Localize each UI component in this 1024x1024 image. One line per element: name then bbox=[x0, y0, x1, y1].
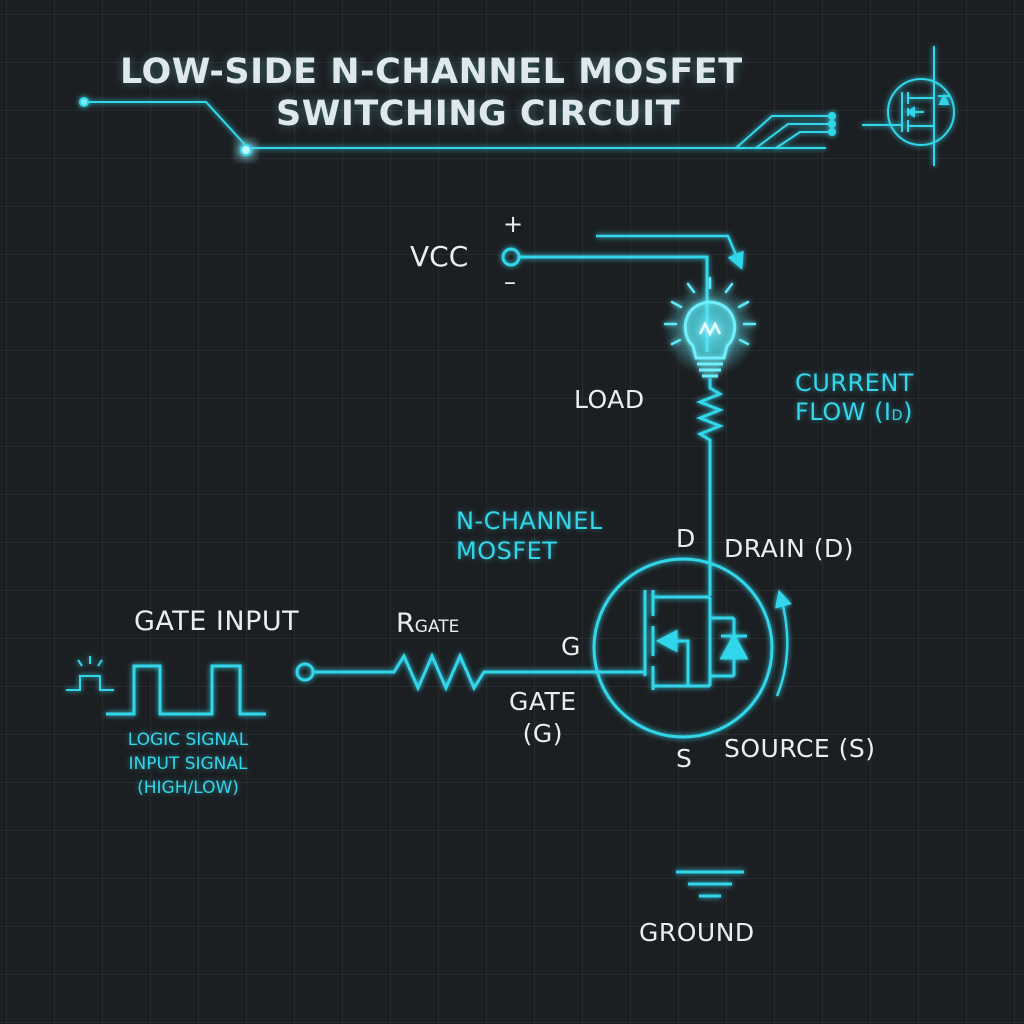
vcc-terminal bbox=[501, 247, 521, 267]
gate-resistor bbox=[313, 652, 645, 692]
title-line-2: SWITCHING CIRCUIT bbox=[276, 94, 681, 134]
mosfet-name-line-1: N-CHANNEL bbox=[456, 507, 603, 535]
logic-signal-line-3: (HIGH/LOW) bbox=[137, 778, 239, 798]
square-wave-icon bbox=[106, 664, 266, 716]
current-flow-label: CURRENT FLOW (ID) bbox=[795, 369, 914, 431]
logic-signal-line-2: INPUT SIGNAL bbox=[128, 754, 248, 774]
current-flow-suffix: ) bbox=[903, 398, 913, 426]
pulse-icon bbox=[66, 656, 114, 691]
mosfet-symbol-icon bbox=[862, 46, 955, 166]
load-label: LOAD bbox=[574, 385, 645, 414]
gate-resistor-label: RGATE bbox=[396, 608, 459, 639]
vcc-minus-sign: – bbox=[504, 268, 516, 296]
ground-label: GROUND bbox=[639, 918, 755, 947]
gate-input-terminal bbox=[295, 662, 315, 682]
title-line-1: LOW-SIDE N-CHANNEL MOSFET bbox=[120, 52, 743, 92]
light-bulb-icon bbox=[663, 276, 757, 378]
drain-letter: D bbox=[676, 524, 696, 553]
mosfet-name-line-2: MOSFET bbox=[456, 537, 558, 565]
vcc-plus-sign: + bbox=[503, 210, 524, 238]
gate-input-label: GATE INPUT bbox=[134, 606, 300, 637]
current-flow-prefix: FLOW (I bbox=[795, 398, 892, 426]
current-flow-subscript: D bbox=[891, 408, 904, 424]
current-direction-arrow-top bbox=[596, 234, 744, 271]
title-underline-left bbox=[79, 97, 826, 156]
n-channel-mosfet-symbol bbox=[592, 557, 774, 739]
source-letter: S bbox=[676, 744, 693, 773]
vcc-label: VCC bbox=[410, 240, 469, 273]
logic-signal-line-1: LOGIC SIGNAL bbox=[127, 730, 249, 750]
gate-label-line-2: (G) bbox=[522, 719, 563, 748]
logic-signal-label: LOGIC SIGNAL INPUT SIGNAL (HIGH/LOW) bbox=[100, 728, 276, 800]
current-flow-line-1: CURRENT bbox=[795, 369, 914, 397]
ground-symbol-icon bbox=[676, 870, 744, 898]
gate-resistor-main: R bbox=[396, 608, 415, 639]
gate-label: GATE (G) bbox=[509, 686, 577, 750]
drain-label: DRAIN (D) bbox=[724, 534, 854, 563]
current-flow-line-2: FLOW (ID) bbox=[795, 398, 914, 431]
source-label: SOURCE (S) bbox=[724, 734, 876, 763]
gate-resistor-subscript: GATE bbox=[414, 617, 460, 637]
current-return-arrow bbox=[774, 589, 792, 697]
gate-letter: G bbox=[561, 632, 581, 661]
mosfet-name-label: N-CHANNEL MOSFET bbox=[456, 506, 603, 566]
gate-label-line-1: GATE bbox=[509, 687, 577, 716]
title-underline-right bbox=[735, 112, 836, 149]
load-resistor bbox=[695, 378, 725, 596]
